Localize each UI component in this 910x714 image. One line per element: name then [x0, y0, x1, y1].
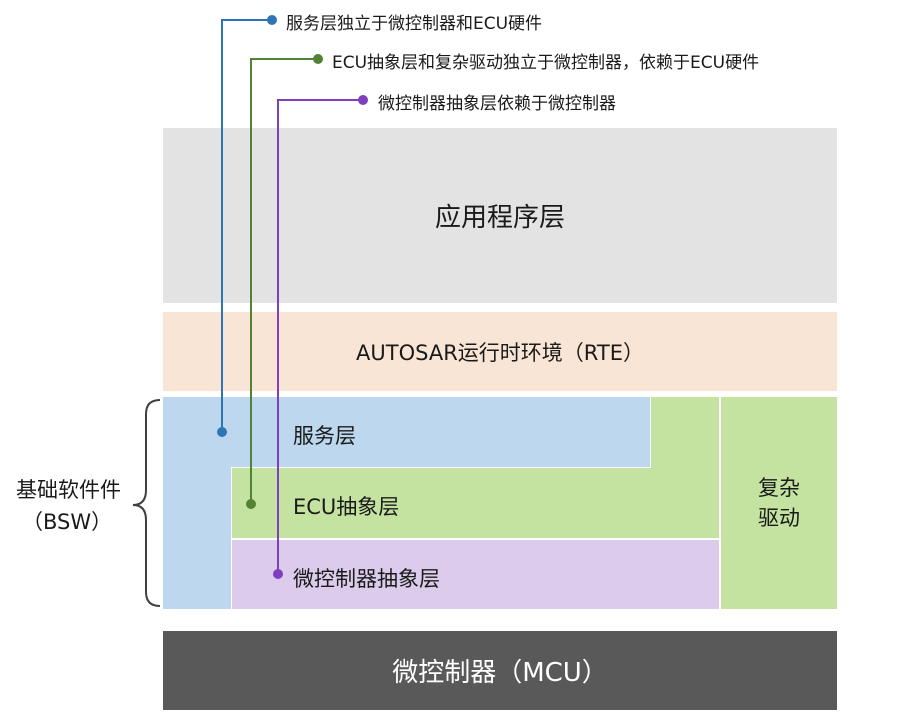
- mcal-connector-dot-start: [273, 569, 283, 579]
- ecu-connector-dot-start: [246, 499, 256, 509]
- complex-driver-label-line2: 驱动: [758, 506, 800, 530]
- ecu-connector-dot-end: [313, 54, 323, 64]
- mcu-layer-label: 微控制器（MCU）: [392, 658, 608, 688]
- mcal-connector-dot-end: [358, 95, 368, 105]
- ecu-abstraction-layer: [232, 468, 719, 538]
- complex-driver-layer: 复杂 驱动: [721, 397, 837, 609]
- service-layer-left: [163, 467, 231, 609]
- application-layer: 应用程序层: [163, 128, 837, 303]
- service-connector-line: [221, 19, 272, 432]
- mcal-layer-label: 微控制器抽象层: [293, 567, 440, 591]
- ecu-note: ECU抽象层和复杂驱动独立于微控制器，依赖于ECU硬件: [332, 53, 760, 73]
- service-note: 服务层独立于微控制器和ECU硬件: [286, 14, 543, 34]
- bsw-brace: [132, 399, 161, 607]
- mcu-layer: 微控制器（MCU）: [163, 631, 837, 710]
- bsw-label-line2: （BSW）: [22, 510, 113, 534]
- bsw-label-line1: 基础软件件: [16, 478, 121, 502]
- service-connector-dot-end: [267, 15, 277, 25]
- rte-layer: AUTOSAR运行时环境（RTE）: [163, 312, 837, 391]
- service-layer-label: 服务层: [293, 424, 356, 448]
- service-layer-top: [163, 397, 650, 467]
- mcal-note: 微控制器抽象层依赖于微控制器: [378, 94, 616, 114]
- rte-layer-label: AUTOSAR运行时环境（RTE）: [356, 340, 644, 365]
- application-layer-label: 应用程序层: [434, 203, 565, 233]
- service-connector-dot-start: [217, 427, 227, 437]
- mcal-layer: [232, 540, 719, 609]
- mcal-connector-line: [277, 99, 363, 574]
- ecu-abstraction-extension: [651, 397, 719, 469]
- ecu-connector-line: [250, 58, 318, 504]
- complex-driver-label-line1: 复杂: [758, 476, 800, 500]
- ecu-abstraction-label: ECU抽象层: [293, 495, 400, 519]
